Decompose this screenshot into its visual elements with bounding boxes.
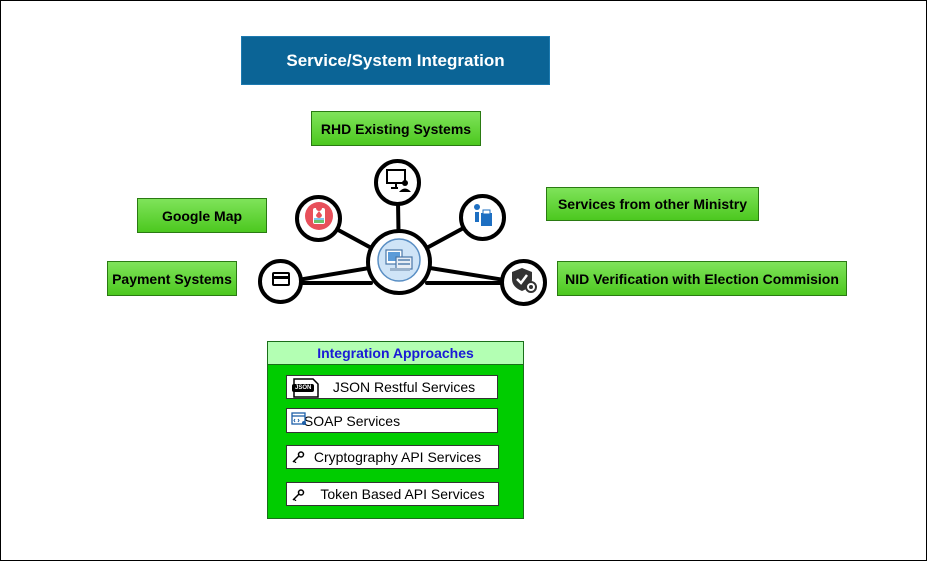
label-rhd-existing-systems: RHD Existing Systems	[311, 111, 481, 146]
label-nid-verification: NID Verification with Election Commision	[557, 261, 847, 296]
key-icon	[291, 450, 305, 466]
service-token-based: Token Based API Services	[286, 482, 499, 506]
json-badge-text: JSON	[295, 385, 312, 391]
monitor-user-icon	[385, 168, 411, 197]
google-map-node	[295, 195, 342, 242]
person-info-icon	[470, 202, 496, 233]
payment-node	[258, 259, 303, 304]
shield-check-gear-icon	[510, 266, 538, 299]
integration-approaches-heading: Integration Approaches	[268, 342, 523, 365]
key-icon	[291, 488, 305, 504]
service-label: JSON Restful Services	[332, 379, 476, 395]
label-google-map: Google Map	[137, 198, 267, 233]
code-window-icon	[291, 412, 307, 429]
label-payment-systems: Payment Systems	[107, 261, 237, 296]
other-ministry-node	[459, 194, 506, 241]
service-label: Token Based API Services	[320, 486, 485, 502]
json-file-icon: JSON	[291, 378, 321, 401]
service-label: Cryptography API Services	[313, 449, 482, 465]
service-label: SOAP Services	[303, 412, 401, 429]
service-cryptography: Cryptography API Services	[286, 445, 499, 469]
label-other-ministry: Services from other Ministry	[546, 187, 759, 221]
diagram-title: Service/System Integration	[241, 36, 550, 85]
nid-node	[500, 259, 547, 306]
service-json-restful: JSON JSON Restful Services	[286, 375, 498, 399]
rhd-node	[374, 159, 421, 206]
service-soap: SOAP Services	[286, 408, 498, 433]
map-app-icon	[304, 201, 334, 236]
credit-card-icon	[271, 272, 290, 291]
computer-hub-icon	[376, 237, 422, 288]
hub-node	[366, 229, 432, 295]
